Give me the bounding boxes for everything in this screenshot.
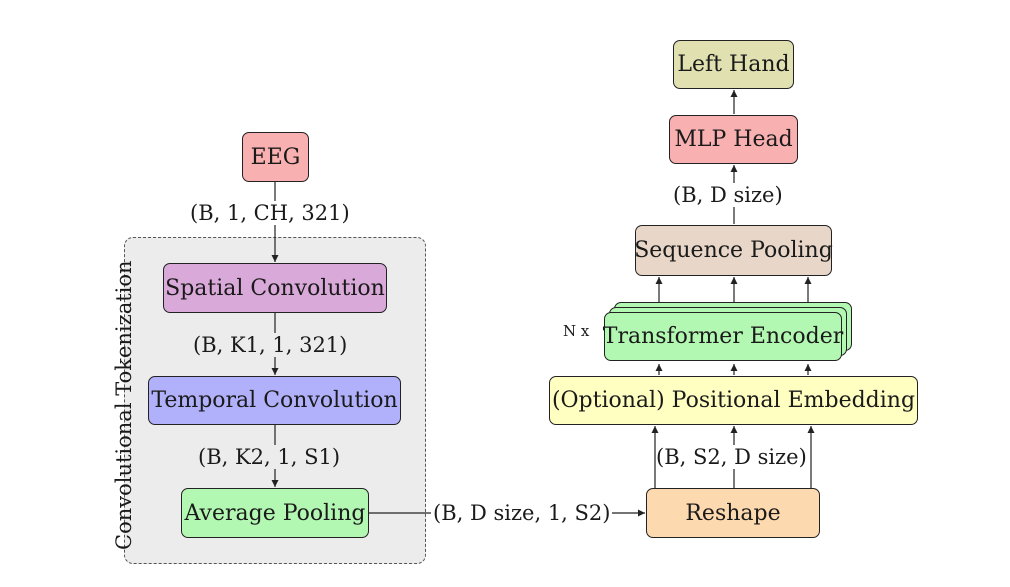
average-pooling-node: Average Pooling <box>181 488 369 538</box>
shape-label-after-spatial: (B, K1, 1, 321) <box>193 333 348 357</box>
left-hand-output-node: Left Hand <box>673 40 794 89</box>
shape-label-after-seq-pool: (B, D size) <box>673 183 783 207</box>
shape-label-after-reshape: (B, S2, D size) <box>656 445 807 469</box>
positional-embedding-node: (Optional) Positional Embedding <box>549 376 918 425</box>
spatial-convolution-node: Spatial Convolution <box>163 263 387 313</box>
transformer-encoder-node: Transformer Encoder <box>603 312 843 361</box>
shape-label-after-temporal: (B, K2, 1, S1) <box>198 445 341 469</box>
mlp-head-node: MLP Head <box>669 115 798 164</box>
temporal-convolution-node: Temporal Convolution <box>148 376 401 425</box>
sequence-pooling-node: Sequence Pooling <box>634 225 833 276</box>
repeat-label: N x <box>563 322 590 340</box>
reshape-node: Reshape <box>646 488 820 538</box>
shape-label-after-pool: (B, D size, 1, S2) <box>431 501 613 525</box>
shape-label-input: (B, 1, CH, 321) <box>190 201 350 225</box>
eeg-node: EEG <box>242 132 309 182</box>
